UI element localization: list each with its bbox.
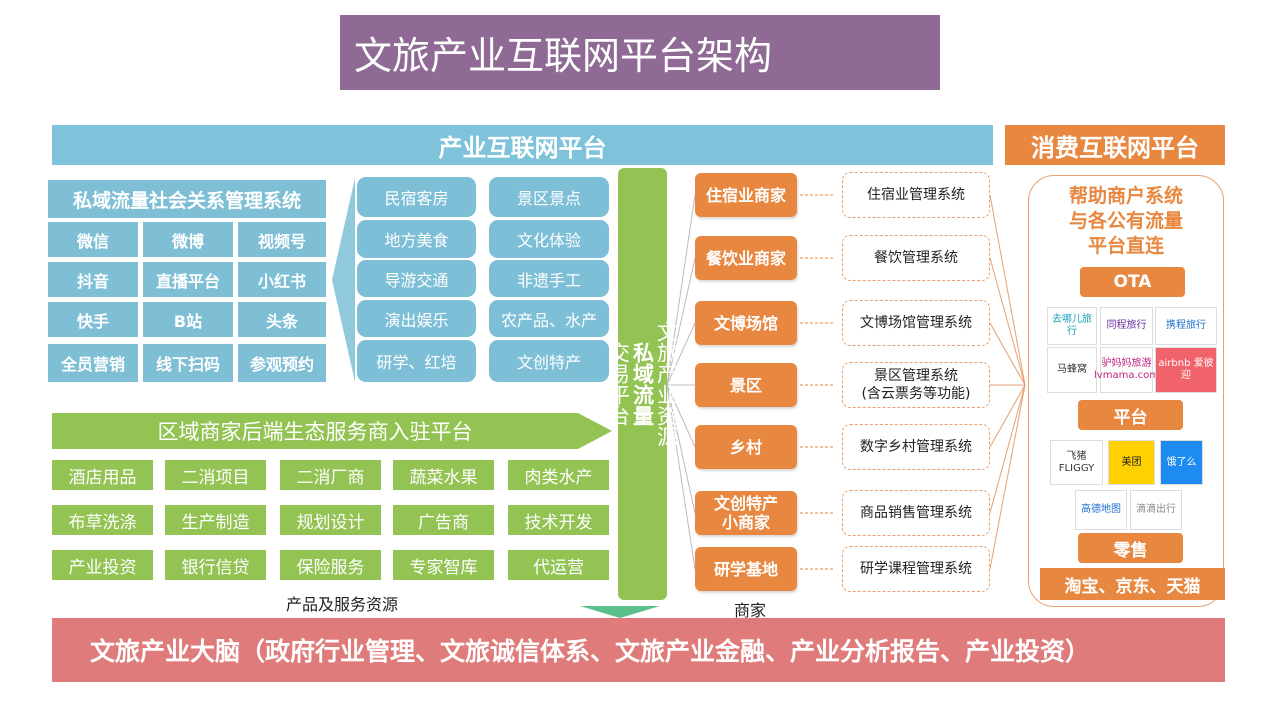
service-provider-item: 蔬菜水果 xyxy=(393,460,494,490)
service-provider-item: 代运营 xyxy=(508,550,609,580)
connector-line xyxy=(666,384,696,514)
retail-platforms: 淘宝、京东、天猫 xyxy=(1040,568,1225,600)
partner-logo: 驴妈妈旅游 lvmama.com xyxy=(1094,347,1159,393)
merchant-box: 文博场馆 xyxy=(695,301,797,345)
social-channel-item: 抖音 xyxy=(48,262,138,297)
consumer-heading: 帮助商户系统 与各公有流量 平台直连 xyxy=(1040,182,1212,260)
consumer-platform-banner: 消费互联网平台 xyxy=(1005,125,1225,165)
partner-logo: 饿了么 xyxy=(1160,440,1203,485)
private-domain-title: 私域流量社会关系管理系统 xyxy=(48,180,326,218)
partner-logo: 去哪儿旅行 xyxy=(1047,307,1097,345)
arrow-right-icon xyxy=(578,413,612,449)
social-channel-item: 直播平台 xyxy=(143,262,233,297)
backend-platform-banner: 区域商家后端生态服务商入驻平台 xyxy=(52,413,578,449)
social-channel-item: 线下扫码 xyxy=(143,344,233,382)
connector-line xyxy=(666,384,696,448)
management-system-box: 景区管理系统 (含云票务等功能) xyxy=(842,362,990,408)
service-provider-item: 技术开发 xyxy=(508,505,609,535)
merchant-box: 景区 xyxy=(695,363,797,407)
connector-line xyxy=(989,322,1026,386)
resource-item: 民宿客房 xyxy=(357,177,476,217)
merchant-box: 住宿业商家 xyxy=(695,173,797,217)
partner-logo: 马蜂窝 xyxy=(1047,347,1097,393)
service-provider-item: 广告商 xyxy=(393,505,494,535)
service-provider-item: 规划设计 xyxy=(280,505,381,535)
connector-line xyxy=(666,322,696,386)
ota-label: OTA xyxy=(1080,267,1185,297)
social-channel-item: 头条 xyxy=(238,302,326,337)
service-provider-item: 生产制造 xyxy=(165,505,266,535)
resource-item: 非遗手工 xyxy=(489,260,609,297)
consumer-panel xyxy=(1028,175,1224,607)
connector-line xyxy=(989,384,1026,448)
service-provider-item: 银行信贷 xyxy=(165,550,266,580)
bracket-shape xyxy=(332,178,355,382)
partner-logo: 飞猪 FLIGGY xyxy=(1050,440,1103,485)
page-title: 文旅产业互联网平台架构 xyxy=(340,15,940,90)
resource-item: 文创特产 xyxy=(489,340,609,382)
resource-item: 农产品、水产 xyxy=(489,300,609,337)
service-provider-item: 二消项目 xyxy=(165,460,266,490)
social-channel-item: 参观预约 xyxy=(238,344,326,382)
trading-platform-text-3: 交易平台 xyxy=(606,342,631,426)
connector-line xyxy=(989,384,1026,570)
industry-brain-banner: 文旅产业大脑（政府行业管理、文旅诚信体系、文旅产业金融、产业分析报告、产业投资） xyxy=(52,618,1225,682)
management-system-box: 商品销售管理系统 xyxy=(842,490,990,536)
management-system-box: 研学课程管理系统 xyxy=(842,546,990,592)
service-provider-item: 布草洗涤 xyxy=(52,505,153,535)
merchant-box: 文创特产 小商家 xyxy=(695,491,797,535)
heading-line: 平台直连 xyxy=(1087,234,1164,257)
social-channel-item: 视频号 xyxy=(238,222,326,257)
management-system-box: 文博场馆管理系统 xyxy=(842,300,990,346)
social-channel-item: 微信 xyxy=(48,222,138,257)
partner-logo: 携程旅行 xyxy=(1155,307,1217,345)
heading-line: 帮助商户系统 xyxy=(1068,184,1183,207)
resource-item: 景区景点 xyxy=(489,177,609,217)
connector-line xyxy=(989,194,1026,386)
resource-item: 地方美食 xyxy=(357,220,476,258)
merchants-caption: 商家 xyxy=(733,601,766,620)
services-caption: 产品及服务资源 xyxy=(285,595,398,614)
partner-logo: 滴滴出行 xyxy=(1130,490,1182,530)
service-provider-item: 保险服务 xyxy=(280,550,381,580)
retail-label: 零售 xyxy=(1078,533,1183,563)
trading-platform-text-1: 文旅产业资源 xyxy=(654,321,679,447)
platform-label: 平台 xyxy=(1078,400,1183,430)
service-provider-item: 专家智库 xyxy=(393,550,494,580)
connector-line xyxy=(666,384,696,570)
social-channel-item: B站 xyxy=(143,302,233,337)
resource-item: 导游交通 xyxy=(357,260,476,297)
merchant-box: 乡村 xyxy=(695,425,797,469)
connector-line xyxy=(666,257,696,386)
connector-line xyxy=(666,194,696,386)
management-system-box: 餐饮管理系统 xyxy=(842,235,990,281)
partner-logo: 同程旅行 xyxy=(1100,307,1153,345)
arrow-down-icon xyxy=(580,606,660,618)
industry-platform-banner: 产业互联网平台 xyxy=(52,125,993,165)
resource-item: 文化体验 xyxy=(489,220,609,258)
resource-item: 演出娱乐 xyxy=(357,300,476,337)
heading-line: 与各公有流量 xyxy=(1068,209,1183,232)
social-channel-item: 快手 xyxy=(48,302,138,337)
service-provider-item: 酒店用品 xyxy=(52,460,153,490)
resource-item: 研学、红培 xyxy=(357,340,476,382)
social-channel-item: 小红书 xyxy=(238,262,326,297)
service-provider-item: 产业投资 xyxy=(52,550,153,580)
connector-line xyxy=(989,257,1026,386)
service-provider-item: 二消厂商 xyxy=(280,460,381,490)
partner-logo: airbnb 爱彼迎 xyxy=(1155,347,1217,393)
merchant-box: 研学基地 xyxy=(695,547,797,591)
social-channel-item: 全员营销 xyxy=(48,344,138,382)
partner-logo: 美团 xyxy=(1108,440,1155,485)
social-channel-item: 微博 xyxy=(143,222,233,257)
service-provider-item: 肉类水产 xyxy=(508,460,609,490)
management-system-box: 数字乡村管理系统 xyxy=(842,424,990,470)
partner-logo: 高德地图 xyxy=(1075,490,1127,530)
connector-line xyxy=(989,384,1026,514)
trading-platform-bar: 文旅产业资源私域流量交易平台 xyxy=(607,168,679,600)
trading-platform-text-2: 私域流量 xyxy=(630,342,655,426)
merchant-box: 餐饮业商家 xyxy=(695,236,797,280)
management-system-box: 住宿业管理系统 xyxy=(842,172,990,218)
